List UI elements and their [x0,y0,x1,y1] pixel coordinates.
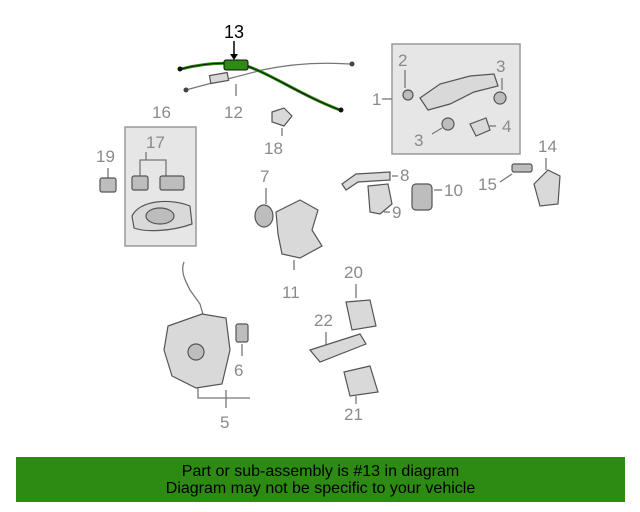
callout-19: 19 [96,147,115,166]
cable-12 [183,61,355,93]
part-15 [511,163,533,173]
info-banner: Part or sub-assembly is #13 in diagram D… [16,457,625,502]
callout-21: 21 [344,405,363,424]
part-18 [271,107,293,127]
part-11 [275,199,323,259]
part-9 [367,183,393,215]
callout-3-lower: 3 [414,131,423,150]
callout-1: 1 [372,90,381,109]
callout-3-upper: 3 [496,57,505,76]
callout-6: 6 [234,361,243,380]
outside-handle [402,73,507,137]
part-19 [99,177,117,193]
part-10 [411,183,433,211]
callout-2: 2 [398,51,407,70]
callout-22: 22 [314,311,333,330]
callout-15: 15 [478,175,497,194]
part-6 [235,323,249,343]
callout-13: 13 [224,22,244,42]
part-14 [533,169,561,207]
part-8 [341,171,391,191]
callout-7: 7 [260,167,269,186]
banner-line-1: Part or sub-assembly is #13 in diagram [181,462,460,480]
callout-4: 4 [502,117,511,136]
banner-line-2: Diagram may not be specific to your vehi… [165,479,476,497]
callout-16: 16 [152,103,171,122]
callout-5: 5 [220,413,229,432]
part-21 [343,365,379,397]
callout-12: 12 [224,103,243,122]
part-20 [345,299,377,331]
callout-11: 11 [282,283,300,302]
callout-14: 14 [538,137,557,156]
callout-8: 8 [400,166,409,185]
part-22 [308,333,367,363]
callout-20: 20 [344,263,363,282]
callout-17: 17 [146,133,165,152]
part-7 [254,204,274,228]
callout-9: 9 [392,203,401,222]
inside-handle [131,175,193,232]
cable-13-highlighted [177,59,344,113]
callout-18: 18 [264,139,283,158]
callout-10: 10 [444,181,463,200]
